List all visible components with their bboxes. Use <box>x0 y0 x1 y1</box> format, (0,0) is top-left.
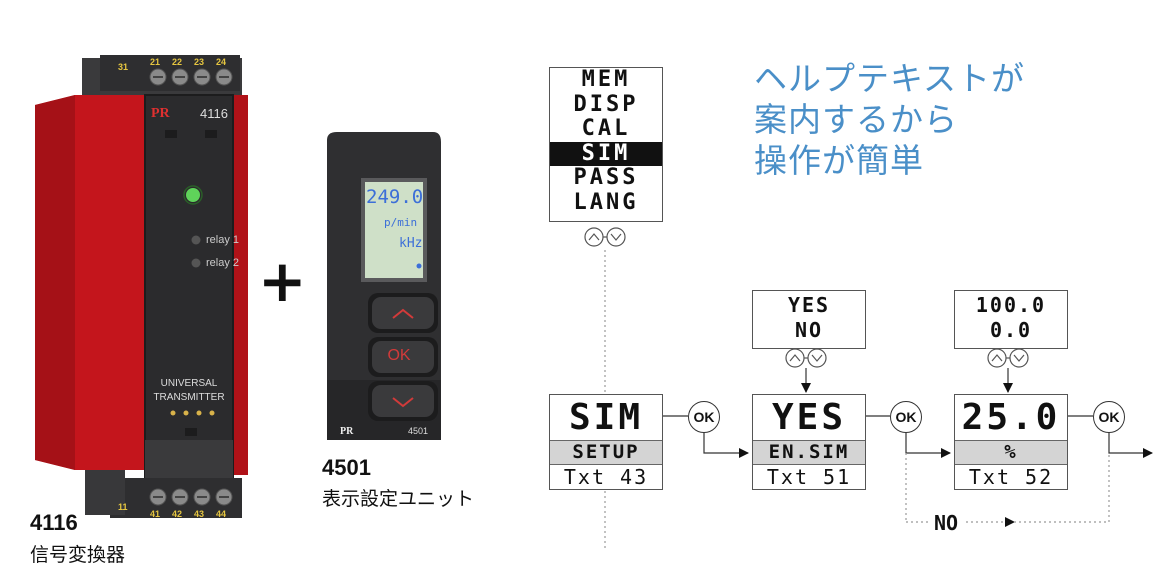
option-max: 100.0 <box>975 293 1047 317</box>
lcd-unit-1: p/min <box>384 216 418 229</box>
terminal-number: 31 <box>118 62 129 72</box>
ok-step-1: OK <box>688 401 720 433</box>
option-yes: YES <box>787 293 831 317</box>
transmitter-label-line-2: TRANSMITTER <box>153 392 225 403</box>
option-no: NO <box>794 318 824 342</box>
up-down-arrows-icon <box>584 227 626 247</box>
display-unit-model-label: 4501 <box>408 426 429 436</box>
step-box-yes: YES EN.SIM Txt 51 <box>752 394 866 490</box>
terminal-number: 42 <box>172 509 183 519</box>
step-txt-code: Txt 51 <box>766 465 852 489</box>
menu-item-disp: DISP <box>573 91 639 117</box>
terminal-number: 22 <box>172 57 183 67</box>
step-main-text: SIM <box>568 397 644 438</box>
transmitter-brand-logo: PR <box>151 106 170 121</box>
display-unit-device <box>327 132 441 440</box>
ok-step-3: OK <box>1093 401 1125 433</box>
transmitter-label-line-1: UNIVERSAL <box>160 378 218 389</box>
menu-item-mem: MEM <box>581 67 631 92</box>
headline-line-2: 案内するから <box>754 100 958 139</box>
display-unit-caption-text: 表示設定ユニット <box>322 488 475 510</box>
plus-icon: + <box>258 247 307 315</box>
transmitter-caption-text: 信号変換器 <box>30 544 126 566</box>
transmitter-model-label: 4116 <box>200 106 228 121</box>
relay-2-label: relay 2 <box>206 257 240 269</box>
step-help-text: EN.SIM <box>753 440 865 465</box>
terminal-number: 23 <box>194 57 205 67</box>
transmitter-device <box>35 55 248 518</box>
lcd-value: 249.0 <box>366 186 424 208</box>
terminal-number: 11 <box>118 502 128 512</box>
step-help-text: % <box>955 440 1067 465</box>
step-box-sim: SIM SETUP Txt 43 <box>549 394 663 490</box>
step-main-text: YES <box>771 397 847 438</box>
step-txt-code: Txt 43 <box>563 465 649 489</box>
menu-list: MEM DISP CAL SIM PASS LANG <box>549 67 663 222</box>
headline-line-1: ヘルプテキストが <box>754 59 1026 98</box>
step-txt-code: Txt 52 <box>968 465 1054 489</box>
relay-1-label: relay 1 <box>206 234 240 246</box>
no-loop-label: NO <box>930 511 963 535</box>
ok-button: OK <box>387 347 411 364</box>
step-box-value: 25.0 % Txt 52 <box>954 394 1068 490</box>
step-help-text: SETUP <box>550 440 662 465</box>
display-unit-brand-logo: PR <box>340 426 354 437</box>
terminal-number: 41 <box>150 509 161 519</box>
terminal-number: 21 <box>150 57 161 67</box>
terminal-number: 24 <box>216 57 227 67</box>
terminal-number: 43 <box>194 509 205 519</box>
option-box-range: 100.0 0.0 <box>954 290 1068 349</box>
headline: ヘルプテキストが 案内するから 操作が簡単 <box>754 58 1025 181</box>
step-main-text: 25.0 <box>961 397 1061 438</box>
ok-step-2: OK <box>890 401 922 433</box>
menu-item-lang: LANG <box>573 189 639 215</box>
up-down-arrows-icon <box>785 348 827 368</box>
lcd-unit-2: kHz <box>399 236 423 251</box>
headline-line-3: 操作が簡単 <box>754 141 924 180</box>
menu-item-pass: PASS <box>573 165 639 191</box>
menu-item-sim: SIM <box>550 141 662 167</box>
transmitter-caption-number: 4116 <box>30 510 78 535</box>
up-down-arrows-icon <box>987 348 1029 368</box>
terminal-number: 44 <box>216 509 227 519</box>
display-unit-caption-number: 4501 <box>322 455 371 480</box>
option-box-yes-no: YES NO <box>752 290 866 349</box>
option-min: 0.0 <box>989 318 1033 342</box>
menu-item-cal: CAL <box>581 116 631 142</box>
